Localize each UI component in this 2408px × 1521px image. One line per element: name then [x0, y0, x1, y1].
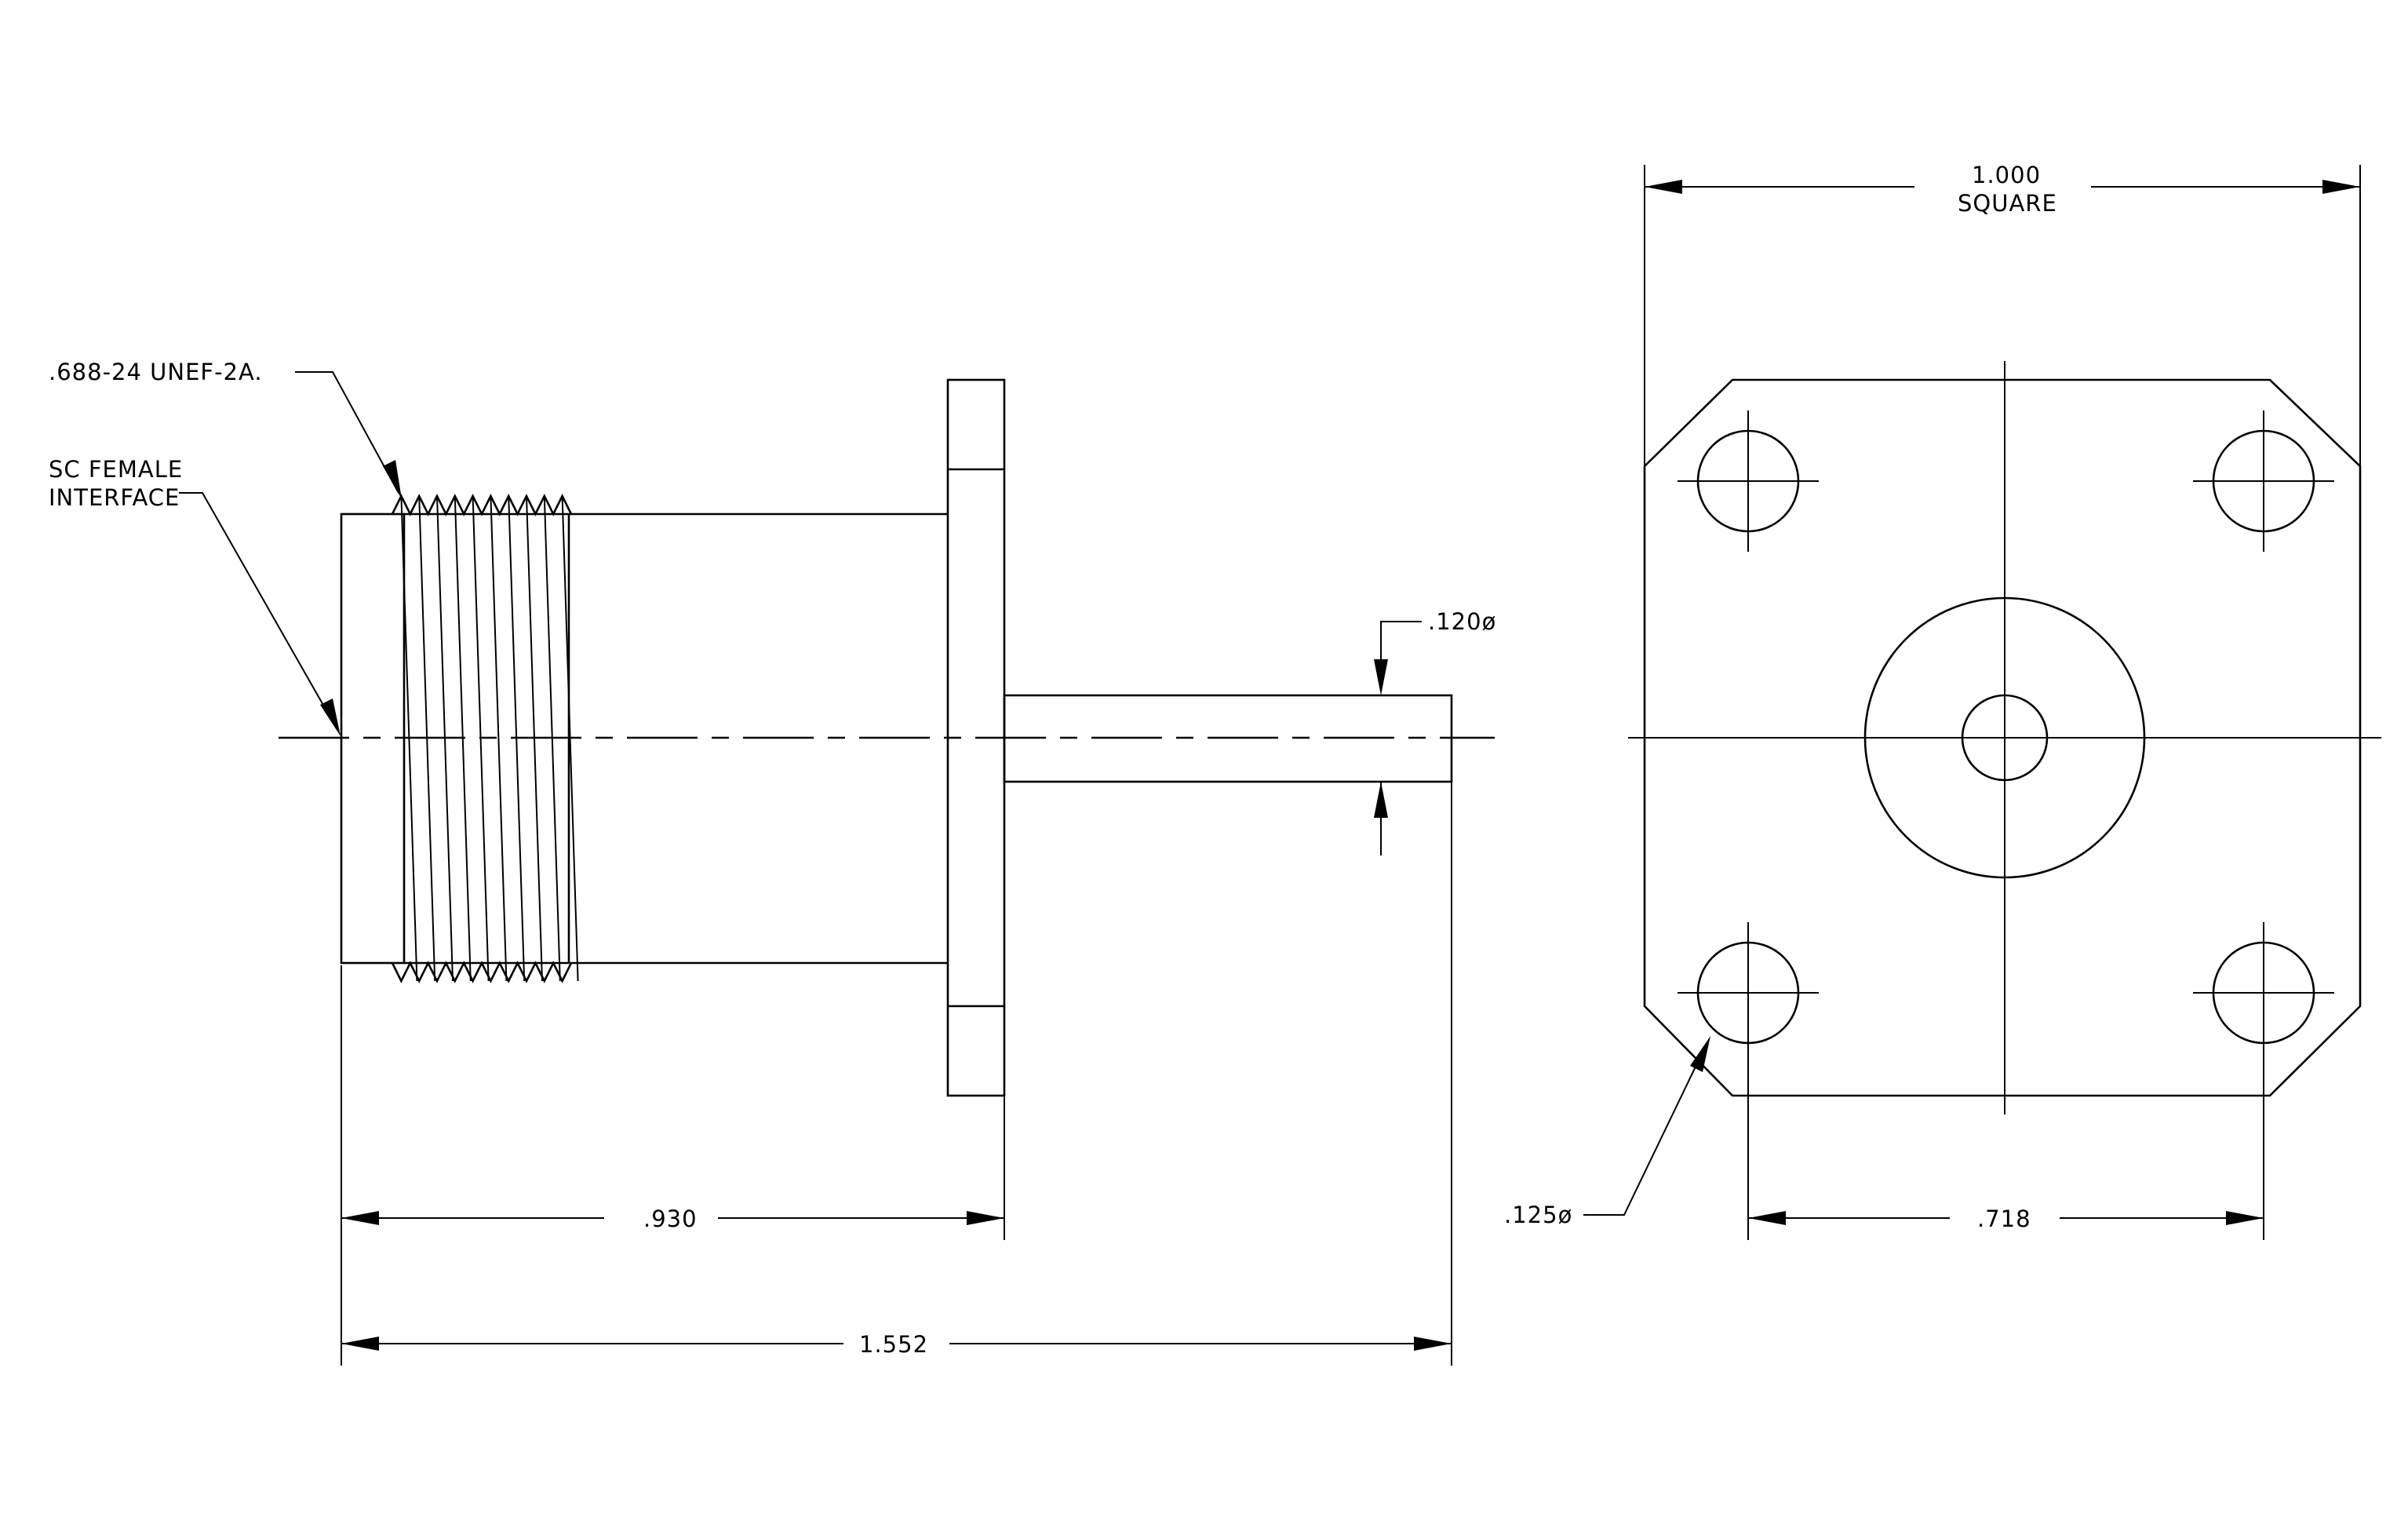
hole-spacing-dimension: .718 [1747, 1049, 2264, 1240]
pin-diameter-label: .120ø [1428, 608, 1496, 635]
center-contact [1961, 694, 2049, 782]
width-note-label: SQUARE [1958, 190, 2057, 217]
mounting-holes [1678, 410, 2334, 1063]
center-body [1863, 596, 2146, 879]
thread-crest-line [418, 495, 436, 982]
thread-crest-line [436, 495, 454, 982]
overall-length-dimension: 1.552 [341, 782, 1452, 1366]
flange-length-label: .930 [643, 1205, 698, 1232]
thread-section [391, 494, 579, 983]
pin [1003, 694, 1453, 783]
interface-body [340, 512, 406, 965]
mounting-hole [2193, 922, 2334, 1063]
width-value-label: 1.000 [1972, 162, 2041, 188]
thread-crest-line [400, 495, 418, 982]
mounting-hole [1678, 410, 1819, 552]
mounting-hole [1678, 922, 1819, 1063]
interface-label-line1: SC FEMALE [49, 456, 183, 483]
thread-crest-line [561, 495, 579, 982]
end-view: 1.000 SQUARE .718 .125ø [1504, 162, 2381, 1240]
thread-crest-line [490, 495, 508, 982]
thread-crest-line [508, 495, 526, 982]
flange-length-dimension: .930 [341, 965, 1005, 1366]
pin-diameter-dimension: .120ø [1374, 608, 1496, 855]
thread-callout: .688-24 UNEF-2A. [49, 359, 402, 499]
mounting-hole [2193, 410, 2334, 552]
overall-length-label: 1.552 [859, 1331, 928, 1358]
side-view: .120ø .688-24 UNEF-2A. SC FEMALE INTERFA… [49, 359, 1496, 1366]
interface-callout: SC FEMALE INTERFACE [49, 456, 341, 736]
thread-callout-label: .688-24 UNEF-2A. [49, 359, 263, 385]
thread-crest-line [543, 495, 561, 982]
thread-crest-line [526, 495, 543, 982]
thread-crest-line [472, 495, 490, 982]
flange-outline [1643, 378, 2362, 1097]
hole-diameter-callout: .125ø [1504, 1036, 1710, 1228]
interface-label-line2: INTERFACE [49, 484, 180, 511]
hole-spacing-label: .718 [1977, 1205, 2031, 1232]
hole-diameter-label: .125ø [1504, 1202, 1572, 1228]
width-dimension: 1.000 SQUARE [1644, 162, 2361, 466]
thread-crest-line [454, 495, 472, 982]
